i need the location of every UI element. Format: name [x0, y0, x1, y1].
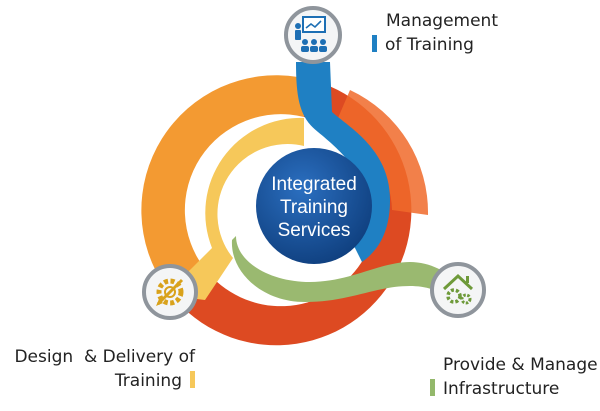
- design-label: Design & Delivery of Training: [7, 345, 195, 393]
- design-label-line-2: Training: [114, 371, 182, 391]
- center-line-2: Training: [280, 197, 348, 218]
- center-circle: [256, 148, 372, 264]
- center-line-1: Integrated: [271, 174, 357, 195]
- outer-ring-red-right-shade: [335, 90, 429, 215]
- management-color-bar: [372, 35, 377, 52]
- management-label-line-2-row: of Training: [372, 33, 498, 57]
- infrastructure-segment: [231, 236, 460, 302]
- presentation-board-icon: [284, 6, 342, 64]
- outer-ring-orange-segment: [141, 75, 304, 288]
- management-label-line-1: Management: [386, 11, 498, 31]
- management-label-line-2: of Training: [385, 35, 474, 55]
- infrastructure-label-line-2-row: Infrastructure: [430, 377, 598, 401]
- infrastructure-color-bar: [430, 379, 435, 396]
- center-line-3: Services: [278, 220, 351, 241]
- management-label: Management of Training: [372, 9, 498, 57]
- design-label-line-2-row: Training: [7, 369, 195, 393]
- gear-pencil-icon: [142, 264, 198, 320]
- design-color-bar: [190, 371, 195, 388]
- infrastructure-label: Provide & Manage Infrastructure: [430, 353, 598, 401]
- infrastructure-label-line-1: Provide & Manage: [443, 355, 598, 375]
- design-label-line-1: Design & Delivery of: [14, 347, 195, 367]
- house-gears-icon: [430, 262, 486, 318]
- infrastructure-label-line-2: Infrastructure: [443, 379, 560, 399]
